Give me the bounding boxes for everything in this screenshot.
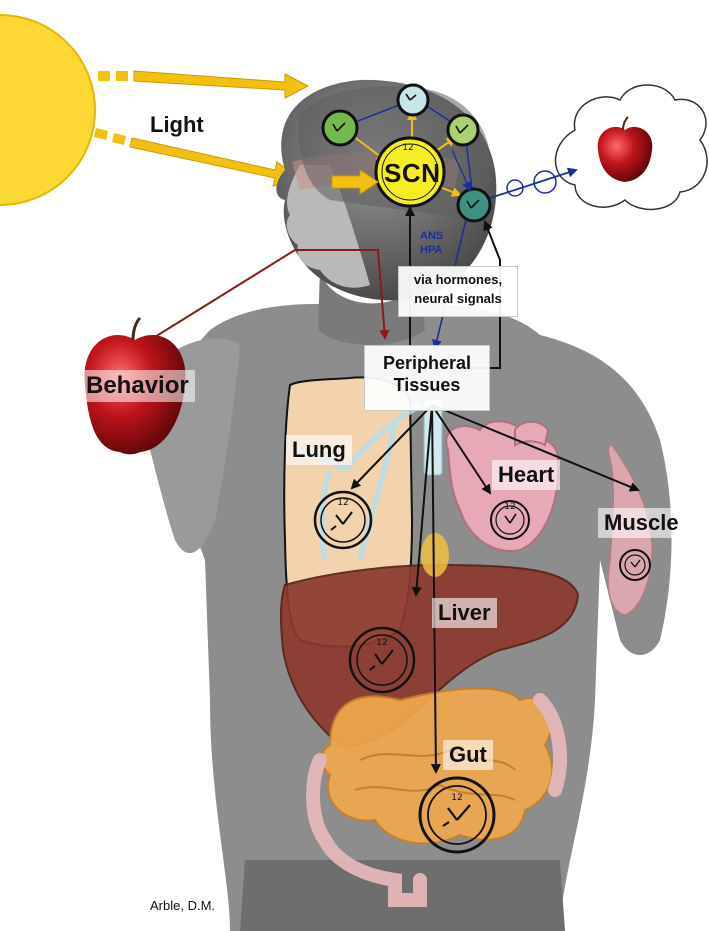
clock-twelve-gut: 12 [451, 793, 462, 803]
via-line-1: via hormones, [413, 272, 503, 287]
clock-twelve-scn: 12 [402, 143, 413, 153]
light-label: Light [150, 112, 204, 137]
muscle-clock [619, 549, 651, 581]
ans-label: ANS [420, 230, 444, 242]
credit-label: Arble, D.M. [150, 898, 216, 913]
scn-label: SCN [384, 158, 441, 188]
hpa-label: HPA [420, 244, 443, 256]
behavior-label: Behavior [80, 370, 195, 402]
behavior-arrow [149, 249, 390, 341]
brain-to-cloud-arrow [489, 167, 578, 199]
liver-label: Liver [432, 598, 497, 628]
gut-clock [418, 776, 496, 854]
liver-clock [348, 626, 416, 694]
heart-label: Heart [492, 460, 561, 490]
clock-twelve-liver: 12 [376, 638, 387, 648]
via-hormones-box: via hormones, neural signals [398, 266, 518, 317]
peripheral-tissues-box: Peripheral Tissues [364, 345, 490, 411]
tissue-distribution-arrows [350, 404, 640, 774]
eye-to-scn-arrow [331, 169, 379, 195]
scn-to-lower-arrow [451, 149, 472, 192]
clock-twelve-lung: 12 [337, 498, 348, 508]
light-arrows [94, 70, 310, 187]
brain-clock-top [396, 83, 430, 117]
peripheral-line-1: Peripheral [382, 353, 472, 373]
heart-clock [490, 500, 530, 540]
peripheral-clocks [313, 490, 651, 854]
brain-clock-network [321, 83, 492, 223]
via-line-2: neural signals [414, 291, 502, 306]
lung-label: Lung [286, 435, 352, 465]
clock-twelve-heart: 12 [504, 502, 515, 512]
clock-twelve-marks: 12 12 12 12 12 [337, 143, 515, 803]
thought-cloud [506, 84, 708, 211]
lung-clock [313, 490, 373, 550]
gut-label: Gut [443, 740, 493, 770]
muscle-label: Muscle [598, 508, 685, 538]
gallbladder-shape [421, 533, 449, 577]
sun-shape [0, 14, 96, 206]
peripheral-line-2: Tissues [393, 375, 461, 395]
